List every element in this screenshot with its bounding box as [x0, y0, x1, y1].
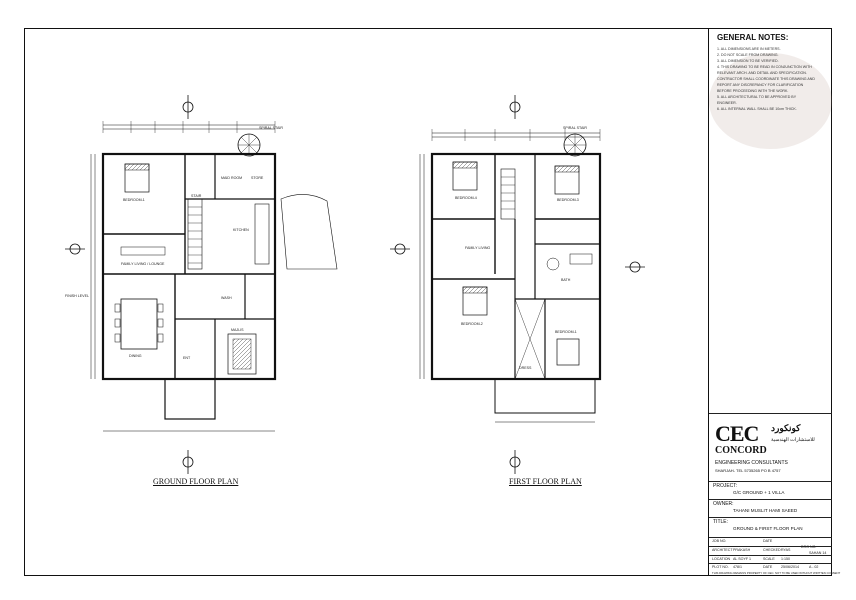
project-value: G/C GROUND + 1 VILLA: [733, 490, 785, 495]
room-label: FAMILY LIVING: [465, 246, 490, 250]
checked-value: RYAS: [781, 548, 791, 552]
note-item: 4. THIS DRAWING TO BE READ IN CONJUNCTIO…: [717, 65, 812, 69]
ground-floor-plan: [65, 95, 338, 474]
divider: [709, 563, 832, 564]
plot-no-value: 478/1: [733, 565, 742, 569]
location-value: AL SOYF 1: [733, 557, 752, 561]
note-item: 2. DO NOT SCALE FROM DRAWING.: [717, 53, 779, 57]
date-value: 25/06/2014: [781, 565, 799, 569]
sheet-no-value: A - 02: [809, 565, 819, 569]
first-floor-plan: [390, 95, 645, 474]
room-label: BEDROOM-3: [557, 198, 579, 202]
room-label: DINING: [129, 354, 142, 358]
room-label: DRESS: [519, 366, 532, 370]
title-value: GROUND & FIRST FLOOR PLAN: [733, 526, 803, 531]
divider: [709, 555, 832, 556]
room-label: STAIR: [191, 194, 202, 198]
room-label: MAID ROOM: [221, 176, 242, 180]
plans-area: BEDROOM-1 MAID ROOM STORE KITCHEN FAMILY…: [25, 29, 705, 577]
note-item: 5. ALL ARCHITECTURAL TO BE APPROVED BY: [717, 95, 797, 99]
architect-value: PRAKASH: [733, 548, 751, 552]
room-label: BEDROOM-2: [461, 322, 483, 326]
divider: [709, 499, 832, 500]
room-label: KITCHEN: [233, 228, 249, 232]
company-address: SHARJAH- TEL 5735265 PO B 4757: [715, 468, 781, 473]
owner-value: TAHANI MUSLIT HAMI SAEED: [733, 508, 798, 513]
first-floor-title: FIRST FLOOR PLAN: [509, 477, 582, 486]
note-item: ENGINEER.: [717, 101, 737, 105]
note-item: RELEVANT ARCH. AND DETAIL AND SPECIFICAT…: [717, 71, 807, 75]
drawing-sheet: BEDROOM-1 MAID ROOM STORE KITCHEN FAMILY…: [24, 28, 840, 577]
spiral-stair-label: SPIRAL STAIR: [563, 126, 587, 130]
ground-floor-room-labels: BEDROOM-1 MAID ROOM STORE KITCHEN FAMILY…: [65, 126, 283, 360]
plot-no-label: PLOT NO.: [712, 565, 729, 569]
room-label: ENT: [183, 356, 191, 360]
general-notes-title: GENERAL NOTES:: [717, 33, 789, 42]
room-label: STORE: [251, 176, 264, 180]
divider: [709, 481, 832, 482]
project-label: PROJECT:: [713, 483, 738, 489]
company-logo: CEC: [715, 421, 759, 446]
divider: [709, 517, 832, 518]
divider: [709, 537, 832, 538]
room-label: BEDROOM-4: [455, 196, 477, 200]
drg-no-value: SAHAN 14: [809, 551, 827, 555]
divider: [709, 546, 832, 547]
first-floor-room-labels: BEDROOM-4 BEDROOM-3 FAMILY LIVING BEDROO…: [455, 126, 587, 370]
note-item: 3. ALL DIMENSION TO BE VERIFIED.: [717, 59, 779, 63]
ground-floor-title: GROUND FLOOR PLAN: [153, 477, 239, 486]
owner-label: OWNER:: [713, 501, 734, 507]
note-item: BEFORE PROCEEDING WITH THE WORK.: [717, 89, 789, 93]
company-logo-name: CONCORD: [715, 445, 767, 456]
note-item: 6. ALL INTERNAL WALL SHALL BE 10cm THICK…: [717, 107, 797, 111]
room-label: BEDROOM-1: [123, 198, 145, 202]
location-label: LOCATION: [712, 557, 731, 561]
architect-label: ARCHITECT: [712, 548, 733, 552]
date-label-2: DATE: [763, 565, 773, 569]
spiral-stair-label: SPIRAL STAIR: [259, 126, 283, 130]
company-stamp: [709, 53, 832, 149]
scale-value: 1:150: [781, 557, 790, 561]
room-label: BEDROOM-1: [555, 330, 577, 334]
company-name: ENGINEERING CONSULTANTS: [715, 460, 788, 466]
floor-plans-drawing: BEDROOM-1 MAID ROOM STORE KITCHEN FAMILY…: [65, 95, 645, 474]
room-label: FAMILY LIVING / LOUNGE: [121, 262, 165, 266]
scale-label: SCALE: [763, 557, 775, 561]
job-no-label: JOB NO.: [712, 539, 727, 543]
note-item: 1. ALL DIMENSIONS ARE IN METERS.: [717, 47, 781, 51]
divider: [709, 413, 832, 414]
note-item: CONTRACTOR SHALL COORDINATE THIS DRAWING…: [717, 77, 815, 81]
level-label: FINISH LEVEL: [65, 294, 89, 298]
note-item: REPORT ANY DISCREPANCY FOR CLARIFICATION: [717, 83, 804, 87]
company-arabic-name: كونكورد: [771, 423, 801, 433]
room-label: MAJLIS: [231, 328, 244, 332]
title-block: GENERAL NOTES: 1. ALL DIMENSIONS ARE IN …: [708, 29, 840, 575]
footer-note: THIS DRAWING REMAINS PROPERTY OF CEC. NO…: [712, 571, 841, 575]
drg-no-label: DRG NO.: [801, 545, 817, 549]
room-label: BATH: [561, 278, 571, 282]
company-arabic-subtitle: للاستشارات الهندسية: [771, 437, 815, 443]
title-label: TITLE:: [713, 519, 729, 525]
date-label: DATE: [763, 539, 773, 543]
room-label: WASH: [221, 296, 232, 300]
checked-label: CHECKED: [763, 548, 781, 552]
